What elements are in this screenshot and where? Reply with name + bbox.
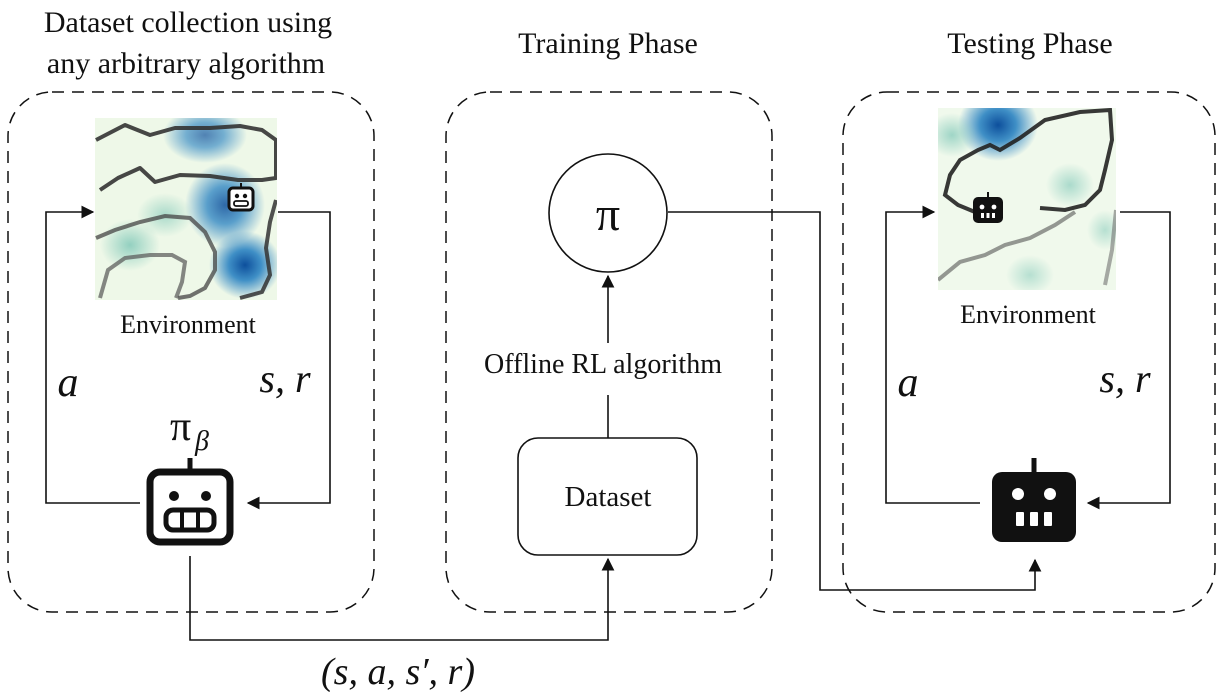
collection-panel-border (7, 91, 375, 613)
testing-title: Testing Phase (947, 27, 1112, 60)
collection-map-robot-icon (227, 183, 255, 212)
dataset-label: Dataset (565, 481, 652, 513)
robot-outline-icon (146, 458, 234, 546)
testing-panel-border (842, 91, 1216, 613)
behavior-policy-symbol: π (170, 404, 191, 450)
training-title: Training Phase (518, 27, 698, 60)
testing-map-robot-icon (973, 192, 1003, 223)
testing-environment-map (938, 108, 1116, 290)
collection-title-line1: Dataset collection using (44, 6, 332, 39)
training-panel-border (445, 91, 773, 613)
testing-action-arrow (885, 205, 980, 504)
testing-observation-arrow (1086, 211, 1171, 510)
training-panel: Training Phase π Offline RL algorithm Da… (445, 27, 773, 613)
offline-rl-label: Offline RL algorithm (484, 349, 722, 380)
collection-environment-map (95, 118, 277, 300)
robot-filled-icon (992, 458, 1076, 542)
transitions-to-dataset-arrow (189, 556, 615, 641)
collection-title-line2: any arbitrary algorithm (47, 47, 325, 80)
collection-action-label: a (58, 360, 79, 406)
collection-panel: Dataset collection using any arbitrary a… (7, 6, 375, 613)
testing-state-reward-label: s, r (1099, 356, 1151, 401)
dataset-node (517, 437, 698, 556)
behavior-policy-subscript: β (194, 426, 209, 457)
learned-policy-node (548, 153, 668, 273)
behavior-policy-label: π β (170, 404, 209, 457)
testing-environment-label: Environment (960, 300, 1097, 329)
learned-policy-symbol: π (596, 188, 620, 241)
testing-action-label: a (898, 360, 919, 406)
policy-to-testing-arrow (668, 211, 1042, 591)
testing-panel: Testing Phase Environment a s, r (842, 27, 1216, 613)
collection-state-reward-label: s, r (259, 356, 311, 401)
collection-action-arrow (45, 205, 140, 504)
transition-tuple-label: (s, a, s′, r) (321, 651, 475, 693)
collection-environment-label: Environment (120, 310, 257, 339)
collection-observation-arrow (246, 211, 331, 510)
